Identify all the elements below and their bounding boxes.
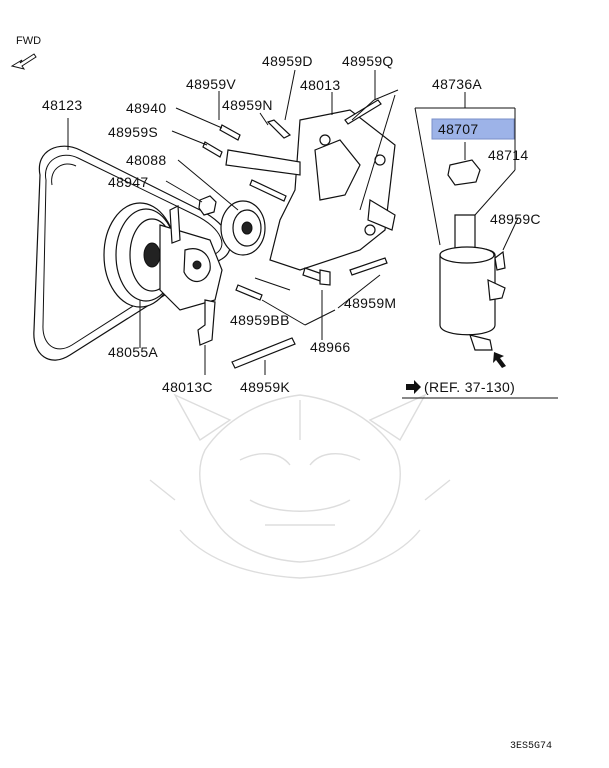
pump-body [159, 205, 223, 346]
reservoir-assembly [439, 159, 506, 351]
label-48055a: 48055A [108, 344, 158, 360]
watermark-logo [149, 393, 451, 579]
label-48736a: 48736A [432, 76, 482, 92]
arrow-right-icon [406, 380, 421, 394]
label-48959d: 48959D [262, 53, 313, 69]
idler-pulley [220, 200, 266, 256]
label-48959s: 48959S [108, 124, 158, 140]
bolt-bb [235, 284, 263, 301]
reference-note: (REF. 37-130) [402, 379, 558, 399]
bolt-m [349, 257, 388, 276]
label-48959k: 48959K [240, 379, 290, 395]
bolt-k [231, 337, 296, 369]
label-48959c: 48959C [490, 211, 541, 227]
bolts-upper [202, 119, 292, 202]
mounting-bracket [225, 109, 396, 271]
label-48940: 48940 [126, 100, 166, 116]
label-48959bb: 48959BB [230, 312, 290, 328]
reference-label[interactable]: (REF. 37-130) [424, 379, 515, 395]
label-48013: 48013 [300, 77, 340, 93]
label-48013c: 48013C [162, 379, 213, 395]
fwd-arrow-icon [10, 53, 37, 70]
fwd-label: FWD [16, 35, 41, 47]
nut [198, 195, 217, 216]
label-48947: 48947 [108, 174, 148, 190]
fwd-indicator: FWD [10, 35, 41, 70]
label-48959v: 48959V [186, 76, 236, 92]
diagram-code: 3ES5G74 [510, 741, 552, 752]
highlight-box [431, 118, 515, 140]
label-48959n: 48959N [222, 97, 273, 113]
outlet-arrow-icon [493, 352, 506, 368]
label-48959q: 48959Q [342, 53, 394, 69]
leader-lines [67, 69, 519, 375]
bolt-48966 [302, 267, 331, 286]
label-48966: 48966 [310, 339, 350, 355]
label-48123: 48123 [42, 97, 82, 113]
label-48959m: 48959M [344, 295, 396, 311]
label-48707[interactable]: 48707 [438, 121, 478, 137]
label-48088: 48088 [126, 152, 166, 168]
label-48714: 48714 [488, 147, 528, 163]
part-labels: 48123 48940 48959S 48088 48947 48959V 48… [42, 53, 541, 395]
